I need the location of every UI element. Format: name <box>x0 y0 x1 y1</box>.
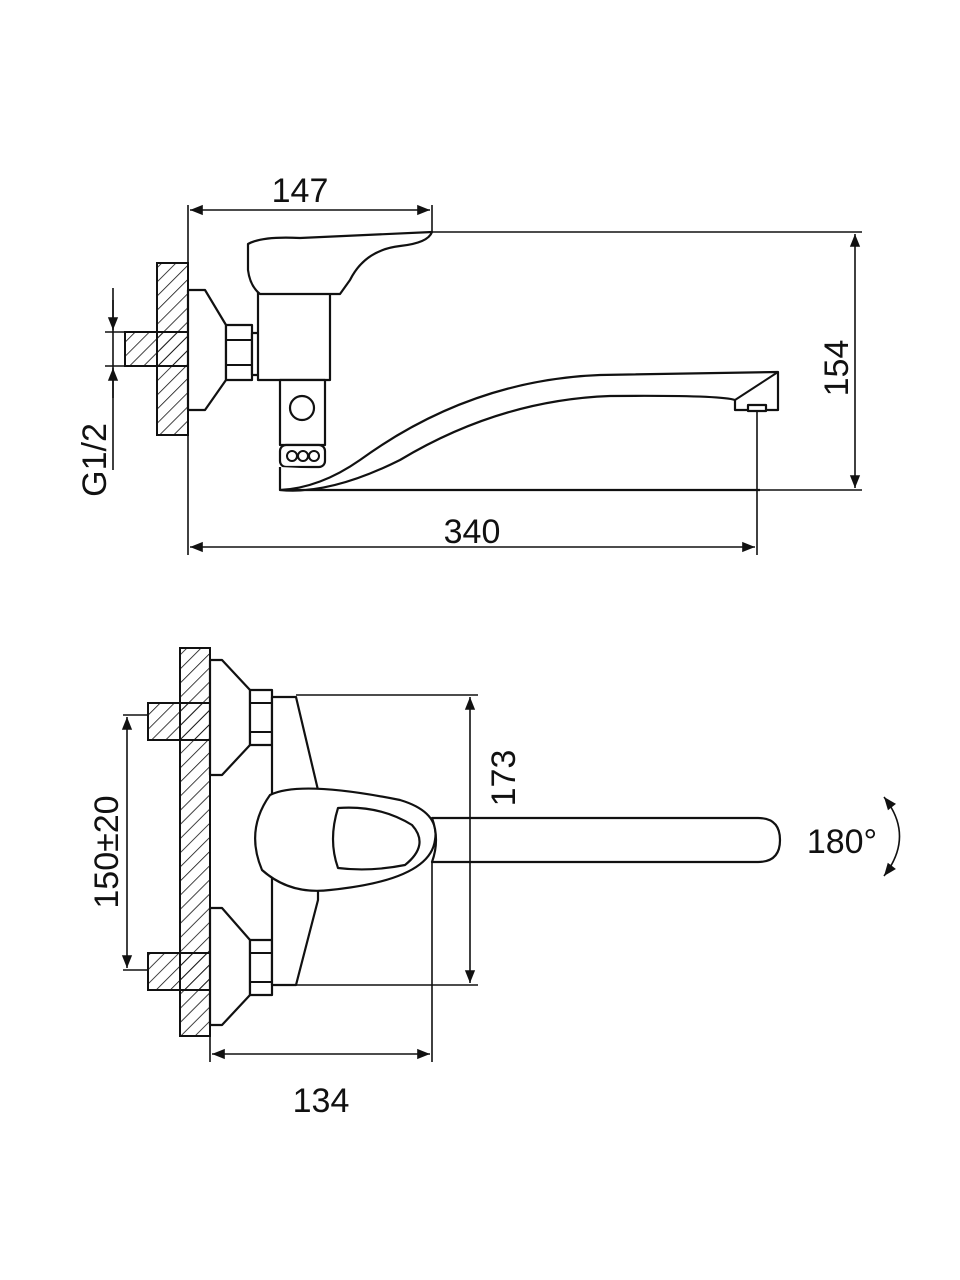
dim-340-label: 340 <box>444 513 501 551</box>
dim-134-label: 134 <box>293 1082 350 1120</box>
spout <box>278 370 780 492</box>
inlet-pipe <box>124 331 189 367</box>
bottom-inlet <box>147 952 211 991</box>
rotation-label: 180° <box>807 823 877 861</box>
lever-hole <box>331 806 421 871</box>
cartridge <box>278 378 327 447</box>
bottom-escutcheon <box>208 906 252 1027</box>
dim-147-label: 147 <box>272 172 329 210</box>
handle <box>246 230 434 296</box>
front-view: 173 150±20 134 180° <box>88 647 901 1120</box>
top-inlet <box>147 702 211 741</box>
dim-g12-label: G1/2 <box>76 423 114 497</box>
side-view: 147 154 340 G1/2 <box>76 172 862 555</box>
nut <box>224 323 254 382</box>
valve-body <box>256 286 332 382</box>
escutcheon <box>186 288 228 412</box>
dim-150-label: 150±20 <box>88 795 126 908</box>
lever <box>430 816 782 864</box>
top-escutcheon <box>208 658 252 777</box>
dim-173-label: 173 <box>485 750 523 807</box>
dim-154-label: 154 <box>818 340 856 397</box>
rotation-arrow-icon <box>883 796 901 877</box>
